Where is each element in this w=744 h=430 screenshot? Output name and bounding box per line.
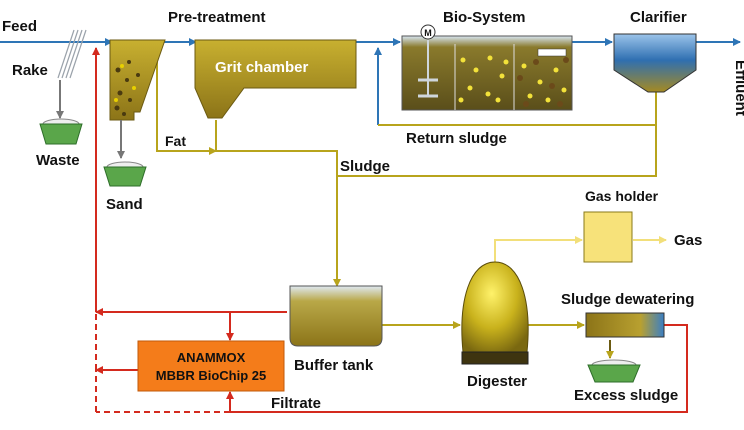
clarifier-label: Clarifier [630,9,687,26]
diagram-labels: Feed Rake Waste Sand Pre-treatment Grit … [2,9,744,412]
sludge-dewatering-unit [585,312,665,338]
sludge-label: Sludge [340,158,390,175]
feed-label: Feed [2,18,37,35]
sludge-flow-lines [156,62,657,329]
excess-sludge-label: Excess sludge [574,387,678,404]
excess-sludge-basket-icon [587,359,641,383]
grit-chamber-label: Grit chamber [215,59,309,76]
buffer-tank [289,285,383,347]
pretreatment-tank [109,39,166,121]
rake-icon [57,29,87,79]
filtrate-label: Filtrate [271,395,321,412]
rake-label: Rake [12,62,48,79]
effluent-label: Effluent [732,60,744,116]
filtrate-flow-lines [92,47,688,413]
waste-basket-icon [39,118,83,145]
sand-basket-icon [103,161,147,187]
waste-label: Waste [36,152,80,169]
bio-system-label: Bio-System [443,9,526,26]
anammox-box [137,340,285,392]
anammox-label-line2: MBBR BioChip 25 [156,368,267,383]
gas-holder-box [583,211,633,263]
fat-label: Fat [165,133,186,149]
gas-flow-lines [494,236,667,264]
pretreatment-label: Pre-treatment [168,9,266,26]
gas-label: Gas [674,232,702,249]
sand-label: Sand [106,196,143,213]
motor-label: M [424,28,432,38]
anammox-label-line1: ANAMMOX [177,350,246,365]
water-flow-lines [0,38,741,125]
return-sludge-label: Return sludge [406,130,507,147]
motor-icon: M [420,24,436,40]
digester-label: Digester [467,373,527,390]
gas-holder-label: Gas holder [585,188,659,204]
bio-system-tank [401,35,573,111]
buffer-tank-label: Buffer tank [294,357,374,374]
digester-tank [461,261,529,365]
clarifier-tank [613,33,697,93]
sludge-dewatering-label: Sludge dewatering [561,291,694,308]
grit-chamber-tank [194,39,357,119]
